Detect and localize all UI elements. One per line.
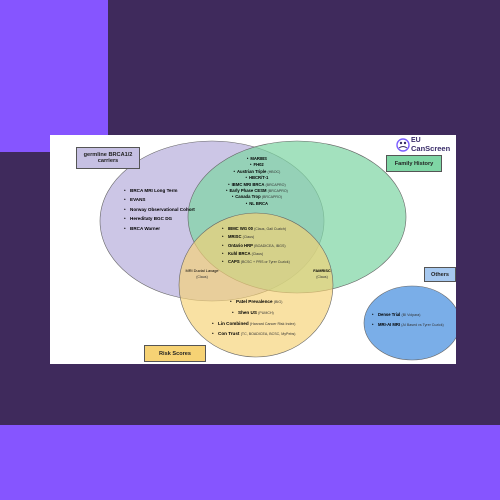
study-note: (BI Volpara) bbox=[401, 313, 421, 317]
list-item: BRCA Warner bbox=[124, 224, 195, 234]
others-study-list: Dense Trial (BI Volpara) MRI-AI MRI (AI … bbox=[372, 309, 444, 329]
study-name: MRISC bbox=[228, 234, 242, 240]
study-name: MRI-AI MRI bbox=[378, 322, 401, 327]
study-name: FH02 bbox=[253, 162, 264, 168]
study-note: (TC, BOADICEA, BCSC, MyPebs) bbox=[240, 332, 296, 337]
decor-block-top-left bbox=[0, 0, 108, 152]
list-item: EVANS bbox=[124, 195, 195, 205]
study-name: Dense Trial bbox=[378, 312, 401, 317]
family-history-study-list: MARIBS FH02 Austrian Triple (HBOC) HBCR/… bbox=[226, 156, 288, 207]
study-note: (BRCAPRO) bbox=[261, 195, 282, 200]
list-item: Norway Observational Cohort bbox=[124, 205, 195, 215]
logo-canscreen-text: CanScreen bbox=[411, 144, 451, 153]
list-item: Austrian Triple (HBOC) bbox=[226, 169, 288, 175]
list-item: MRI-AI MRI (AI Based vs Tyrer Cuzick) bbox=[372, 321, 444, 329]
venn-slide: EU CanScreen germline BRCA1/2 carriers F… bbox=[50, 135, 456, 364]
list-item: Kuhl BRCA (Claus) bbox=[222, 250, 318, 258]
study-name: Shen US bbox=[238, 309, 257, 315]
study-name: MRI Ductal Lavage bbox=[185, 268, 219, 273]
list-item: MARIBS bbox=[226, 156, 288, 162]
risk-scores-label-text: Risk Scores bbox=[158, 350, 192, 357]
study-name: Canada Trop bbox=[235, 194, 261, 200]
family-history-label-text: Family History bbox=[394, 160, 434, 167]
list-item: Early Phase CESM (BRCAPRO) bbox=[226, 188, 288, 194]
list-item: NL BRCA bbox=[226, 201, 288, 207]
list-item: Shen US (PUMCH) bbox=[232, 308, 295, 319]
study-note: (BOADICEA, IBGS) bbox=[254, 243, 286, 248]
study-note: (Harvard Cancer Risk Index) bbox=[249, 321, 296, 326]
list-item: Canada Trop (BRCAPRO) bbox=[226, 194, 288, 200]
study-note: (BRCAPRO) bbox=[267, 189, 288, 194]
list-item: IBMC MRI BRCA (BRCAPRO) bbox=[226, 182, 288, 188]
study-note: (Claus) bbox=[196, 275, 208, 279]
study-note: (Claus, Gail Cuzich) bbox=[254, 227, 287, 231]
study-name: IBMC WG 00 bbox=[228, 226, 253, 231]
list-item: Lin Combined (Harvard Cancer Risk Index) bbox=[212, 319, 295, 330]
study-name: Lin Combined bbox=[218, 320, 249, 326]
list-item: Dense Trial (BI Volpara) bbox=[372, 309, 444, 321]
study-name: Early Phase CESM bbox=[229, 188, 267, 194]
list-item: MRISC (Claus) bbox=[222, 233, 318, 241]
logo-eu-text: EU bbox=[411, 137, 421, 144]
list-item: Patel Prevalence (BIG) bbox=[230, 297, 295, 308]
study-name: Ontario HRP bbox=[228, 242, 253, 248]
study-name: Patel Prevalence bbox=[236, 299, 273, 304]
study-note: (Claus) bbox=[251, 251, 264, 256]
study-name: IBMC MRI BRCA bbox=[231, 181, 265, 187]
study-note: (AI Based vs Tyrer Cuzick) bbox=[401, 323, 444, 327]
center-overlap-study-list: IBMC WG 00 (Claus, Gail Cuzich) MRISC (C… bbox=[222, 225, 318, 266]
risk-scores-study-list: Patel Prevalence (BIG) Shen US (PUMCH) L… bbox=[212, 297, 295, 340]
list-item: BRCA MRI Long Term bbox=[124, 186, 195, 196]
list-item: Ontario HRP (BOADICEA, IBGS) bbox=[222, 242, 318, 250]
study-name: HBCR/T-1 bbox=[248, 175, 269, 181]
study-note: (Claus) bbox=[242, 235, 255, 240]
list-item: Con Trust (TC, BOADICEA, BCSC, MyPebs) bbox=[212, 329, 295, 340]
people-circle-icon bbox=[396, 138, 410, 152]
study-note: (BCSC + PRS or Tyrer Cuzick) bbox=[240, 260, 290, 265]
list-item: HBCR/T-1 bbox=[226, 175, 288, 181]
family-history-label: Family History bbox=[386, 155, 442, 172]
study-name: CAPS bbox=[228, 259, 240, 265]
list-item: FH02 bbox=[226, 162, 288, 168]
study-note: (PUMCH) bbox=[258, 310, 274, 315]
study-name: NL BRCA bbox=[249, 200, 269, 206]
risk-scores-label: Risk Scores bbox=[144, 345, 206, 362]
others-label-text: Others bbox=[430, 271, 450, 278]
study-name: Austrian Triple bbox=[237, 168, 267, 174]
study-name: FAMRISC bbox=[313, 268, 331, 273]
study-note: (BRCAPRO) bbox=[265, 182, 286, 187]
others-label: Others bbox=[424, 267, 456, 282]
mri-ductal-lavage: MRI Ductal Lavage (Claus) bbox=[180, 268, 224, 280]
brca-label: germline BRCA1/2 carriers bbox=[76, 147, 140, 169]
eucanscreen-logo: EU CanScreen bbox=[396, 137, 456, 154]
brca-study-list: BRCA MRI Long Term EVANS Norway Observat… bbox=[124, 186, 195, 233]
famrisc: FAMRISC (Claus) bbox=[302, 268, 342, 280]
study-note: (Claus) bbox=[316, 275, 328, 279]
list-item: IBMC WG 00 (Claus, Gail Cuzich) bbox=[222, 225, 318, 233]
study-name: Con Trust bbox=[218, 331, 240, 337]
study-name: MARIBS bbox=[250, 156, 267, 161]
list-item: CAPS (BCSC + PRS or Tyrer Cuzick) bbox=[222, 258, 318, 266]
study-note: (HBOC) bbox=[267, 169, 281, 174]
decor-band-bottom bbox=[0, 425, 500, 500]
list-item: Hereditaty BGC DG bbox=[124, 214, 195, 224]
study-note: (BIG) bbox=[273, 300, 283, 304]
study-name: Kuhl BRCA bbox=[228, 250, 251, 256]
brca-label-text: germline BRCA1/2 carriers bbox=[83, 151, 133, 164]
